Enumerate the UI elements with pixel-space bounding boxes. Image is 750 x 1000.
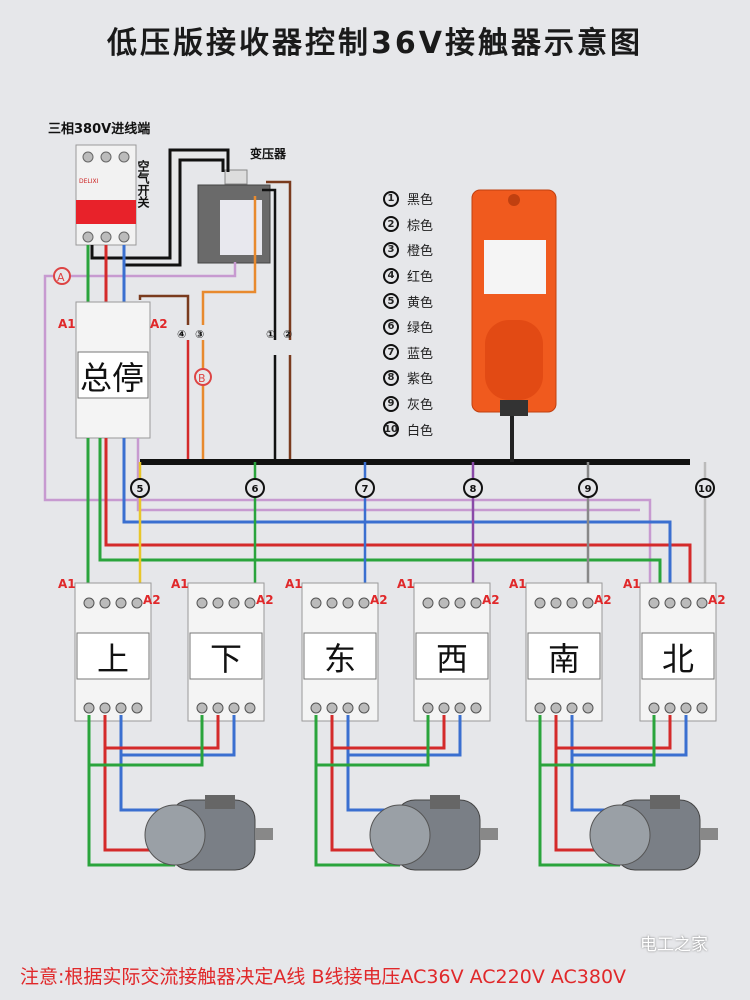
legend-label: 绿色 bbox=[407, 321, 434, 337]
legend-number: 5 bbox=[383, 293, 399, 310]
legend-item: 7 蓝色 bbox=[383, 340, 433, 366]
color-legend: 1 黑色 2 棕色 3 橙色 4 红色 5 黄色 6 绿色 7 蓝色 8 紫色 9 灰色 10 白色 bbox=[383, 186, 433, 442]
legend-number: 10 bbox=[383, 421, 399, 438]
legend-number: 3 bbox=[383, 241, 399, 258]
legend-label: 橙色 bbox=[407, 244, 434, 260]
remote-receiver bbox=[471, 189, 557, 462]
air-breaker: DELIXI bbox=[75, 144, 137, 246]
bus-terminal-number: 9 bbox=[585, 484, 592, 495]
bus-terminal-marker bbox=[695, 478, 715, 498]
bus-terminal-number: 8 bbox=[470, 484, 477, 495]
a2-label: A2 bbox=[370, 593, 388, 607]
a1-label: A1 bbox=[171, 577, 189, 591]
motor bbox=[144, 795, 273, 871]
bus-terminal-marker bbox=[355, 478, 375, 498]
legend-number: 7 bbox=[383, 344, 399, 361]
a1-label: A1 bbox=[397, 577, 415, 591]
breaker-brand: DELIXI bbox=[79, 178, 99, 185]
legend-label: 蓝色 bbox=[407, 346, 434, 362]
a2-label: A2 bbox=[482, 593, 500, 607]
legend-item: 4 红色 bbox=[383, 263, 433, 289]
legend-item: 6 绿色 bbox=[383, 314, 433, 340]
motor bbox=[369, 795, 498, 871]
terminal-3: ③ bbox=[195, 328, 204, 341]
legend-item: 3 橙色 bbox=[383, 237, 433, 263]
legend-item: 9 灰色 bbox=[383, 391, 433, 417]
a-line-marker: A bbox=[57, 271, 65, 284]
bus-terminal-number: 10 bbox=[698, 484, 712, 495]
legend-label: 黑色 bbox=[407, 193, 434, 209]
a1-label: A1 bbox=[509, 577, 527, 591]
terminal-1: ① bbox=[266, 328, 275, 341]
a2-label: A2 bbox=[256, 593, 274, 607]
legend-item: 5 黄色 bbox=[383, 288, 433, 314]
page-title: 低压版接收器控制36V接触器示意图 bbox=[107, 26, 643, 61]
watermark: 电工之家 bbox=[640, 935, 708, 955]
legend-label: 白色 bbox=[407, 423, 434, 439]
input-label: 三相380V进线端 bbox=[48, 121, 150, 137]
legend-label: 紫色 bbox=[407, 372, 434, 388]
b-line-marker: B bbox=[198, 372, 206, 385]
note-text: 注意:根据实际交流接触器决定A线 B线接电压AC36V AC220V AC380… bbox=[20, 966, 627, 988]
a1-label: A1 bbox=[285, 577, 303, 591]
contactor-label: 上 bbox=[97, 640, 129, 678]
contactor-label: 下 bbox=[210, 640, 242, 678]
legend-item: 2 棕色 bbox=[383, 212, 433, 238]
a2-label: A2 bbox=[150, 317, 168, 331]
contactor-label: 东 bbox=[324, 640, 356, 678]
main-stop-label: 总停 bbox=[80, 359, 144, 397]
bus-terminal-marker bbox=[245, 478, 265, 498]
legend-label: 红色 bbox=[407, 270, 434, 286]
bus-terminal-number: 6 bbox=[252, 484, 259, 495]
a1-label: A1 bbox=[58, 317, 76, 331]
contactor-label: 南 bbox=[548, 640, 580, 678]
legend-label: 棕色 bbox=[407, 218, 434, 234]
a2-label: A2 bbox=[708, 593, 726, 607]
transformer bbox=[197, 169, 271, 264]
terminal-4: ④ bbox=[177, 328, 186, 341]
legend-item: 8 紫色 bbox=[383, 365, 433, 391]
contactor-label: 北 bbox=[662, 640, 694, 678]
bus-terminal-marker bbox=[463, 478, 483, 498]
main-stop-contactor: 总停 A1 A2 bbox=[58, 301, 168, 439]
legend-label: 灰色 bbox=[407, 398, 434, 414]
transformer-label: 变压器 bbox=[250, 146, 287, 161]
legend-number: 4 bbox=[383, 267, 399, 284]
legend-label: 黄色 bbox=[407, 295, 434, 311]
breaker-label: 空气开关 bbox=[136, 159, 150, 209]
a2-label: A2 bbox=[143, 593, 161, 607]
legend-item: 10 白色 bbox=[383, 416, 433, 442]
a1-label: A1 bbox=[58, 577, 76, 591]
a1-label: A1 bbox=[623, 577, 641, 591]
terminal-2: ② bbox=[283, 328, 292, 341]
legend-number: 6 bbox=[383, 318, 399, 335]
legend-number: 2 bbox=[383, 216, 399, 233]
legend-number: 9 bbox=[383, 395, 399, 412]
a2-label: A2 bbox=[594, 593, 612, 607]
bus-terminal-number: 5 bbox=[137, 484, 144, 495]
motor bbox=[589, 795, 718, 871]
bus-terminal-number: 7 bbox=[362, 484, 369, 495]
bus-terminal-marker bbox=[578, 478, 598, 498]
legend-number: 8 bbox=[383, 369, 399, 386]
contactor-label: 西 bbox=[436, 640, 468, 678]
legend-number: 1 bbox=[383, 190, 399, 207]
bus-terminal-marker bbox=[130, 478, 150, 498]
legend-item: 1 黑色 bbox=[383, 186, 433, 212]
